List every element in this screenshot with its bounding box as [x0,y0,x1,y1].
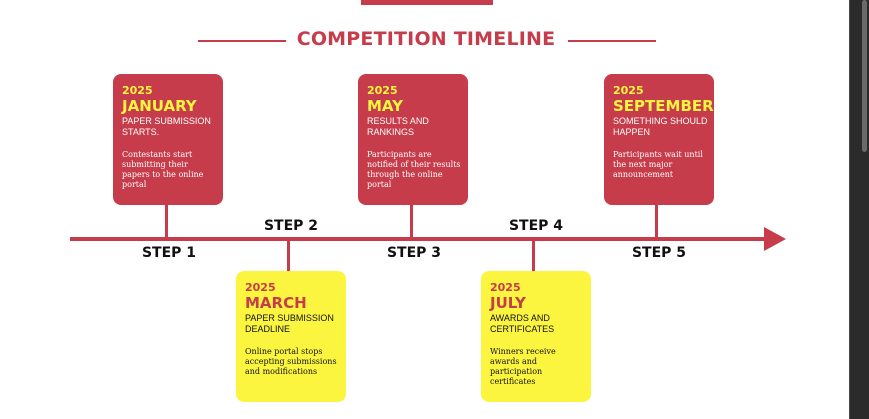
milestone-description: Contestants start submitting their paper… [122,150,204,189]
connector-step-1 [165,205,168,238]
milestone-card-september: 2025 SEPTEMBER SOMETHING SHOULD HAPPEN P… [604,74,714,205]
connector-step-2 [287,241,290,271]
milestone-description: Online portal stops accepting submission… [245,347,337,376]
connector-step-3 [410,205,413,238]
timeline-arrowhead [764,227,786,251]
milestone-description: Participants wait until the next major a… [613,150,703,179]
milestone-month: JANUARY [122,97,197,115]
milestone-year: 2025 [613,84,644,97]
milestone-card-july: 2025 JULY AWARDS AND CERTIFICATES Winner… [481,271,591,402]
panel-divider [849,0,850,419]
milestone-month: MARCH [245,294,307,312]
connector-step-5 [655,205,658,238]
milestone-card-may: 2025 MAY RESULTS AND RANKINGS Participan… [358,74,468,205]
milestone-year: 2025 [367,84,398,97]
milestone-heading: PAPER SUBMISSION STARTS. [122,116,211,137]
editor-side-panel [849,0,869,419]
connector-step-4 [532,241,535,271]
milestone-year: 2025 [490,281,521,294]
title-rule-left [198,40,286,42]
milestone-description: Winners receive awards and participation… [490,347,556,386]
title-rule-right [568,40,656,42]
step-label-4: STEP 4 [508,218,564,234]
milestone-card-january: 2025 JANUARY PAPER SUBMISSION STARTS. Co… [113,74,223,205]
vertical-scrollbar-thumb[interactable] [862,0,867,152]
step-label-5: STEP 5 [631,245,687,261]
milestone-heading: AWARDS AND CERTIFICATES [490,313,555,334]
milestone-year: 2025 [122,84,153,97]
timeline-slide: COMPETITION TIMELINE STEP 1 2025 JANUARY… [0,0,849,419]
page-title: COMPETITION TIMELINE [296,28,556,50]
step-label-1: STEP 1 [141,245,197,261]
milestone-month: MAY [367,97,403,115]
step-label-3: STEP 3 [386,245,442,261]
milestone-heading: SOMETHING SHOULD HAPPEN [613,116,708,137]
milestone-description: Participants are notified of their resul… [367,150,461,189]
top-accent-tab [361,0,493,5]
milestone-heading: PAPER SUBMISSION DEADLINE [245,313,334,334]
milestone-heading: RESULTS AND RANKINGS [367,116,429,137]
milestone-month: SEPTEMBER [613,97,714,115]
step-label-2: STEP 2 [263,218,319,234]
milestone-year: 2025 [245,281,276,294]
milestone-card-march: 2025 MARCH PAPER SUBMISSION DEADLINE Onl… [236,271,346,402]
milestone-month: JULY [490,294,526,312]
timeline-axis [70,237,766,241]
